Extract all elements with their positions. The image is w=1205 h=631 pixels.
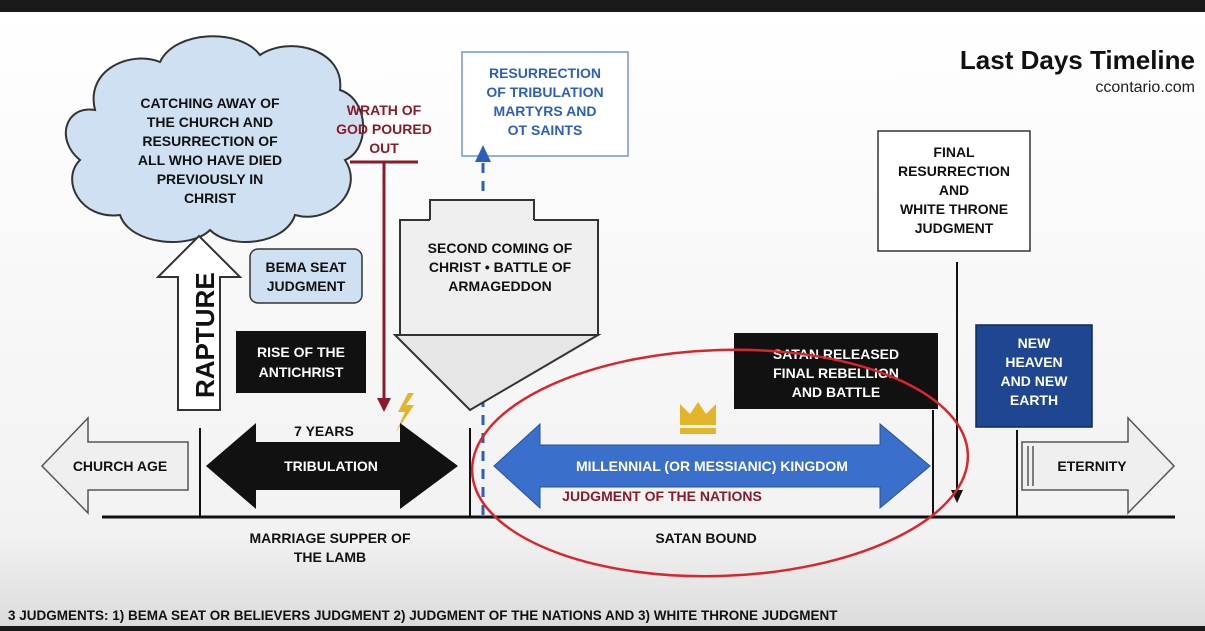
svg-text:WHITE THRONE: WHITE THRONE bbox=[900, 201, 1008, 217]
bema-seat-box: BEMA SEAT JUDGMENT bbox=[249, 248, 363, 304]
satan-bound-label: SATAN BOUND bbox=[655, 530, 756, 546]
marriage-supper-label: MARRIAGE SUPPER OF THE LAMB bbox=[249, 530, 410, 565]
eternity-arrow: ETERNITY bbox=[1021, 416, 1176, 515]
satan-released-box: SATAN RELEASED FINAL REBELLION AND BATTL… bbox=[734, 333, 938, 409]
svg-text:OUT: OUT bbox=[369, 140, 399, 156]
church-age-arrow: CHURCH AGE bbox=[40, 416, 189, 515]
rapture-cloud: CATCHING AWAY OF THE CHURCH AND RESURREC… bbox=[64, 35, 365, 243]
svg-text:RISE OF THE: RISE OF THE bbox=[257, 344, 345, 360]
millennial-arrow: MILLENNIAL (OR MESSIANIC) KINGDOM JUDGME… bbox=[493, 422, 931, 510]
svg-text:RESURRECTION: RESURRECTION bbox=[489, 65, 601, 81]
svg-text:HEAVEN: HEAVEN bbox=[1005, 354, 1062, 370]
svg-text:MILLENNIAL (OR MESSIANIC) KING: MILLENNIAL (OR MESSIANIC) KINGDOM bbox=[576, 458, 848, 474]
svg-text:OT SAINTS: OT SAINTS bbox=[508, 122, 583, 138]
svg-text:JUDGMENT: JUDGMENT bbox=[267, 278, 346, 294]
svg-text:WRATH OF: WRATH OF bbox=[347, 102, 422, 118]
antichrist-box: RISE OF THE ANTICHRIST bbox=[236, 331, 366, 393]
svg-text:ARMAGEDDON: ARMAGEDDON bbox=[448, 278, 551, 294]
svg-text:MARRIAGE SUPPER OF: MARRIAGE SUPPER OF bbox=[249, 530, 410, 546]
cloud-text-line: RESURRECTION OF bbox=[142, 133, 278, 149]
svg-text:NEW: NEW bbox=[1018, 335, 1051, 351]
rapture-label: RAPTURE bbox=[190, 272, 220, 398]
svg-text:BEMA SEAT: BEMA SEAT bbox=[266, 259, 347, 275]
svg-text:SATAN RELEASED: SATAN RELEASED bbox=[773, 346, 899, 362]
second-coming-box: SECOND COMING OF CHRIST • BATTLE OF ARMA… bbox=[399, 199, 599, 336]
svg-text:CHURCH AGE: CHURCH AGE bbox=[73, 458, 167, 474]
svg-text:MARTYRS AND: MARTYRS AND bbox=[494, 103, 597, 119]
lightning-icon bbox=[396, 393, 414, 432]
rapture-arrow: RAPTURE bbox=[155, 234, 243, 411]
crown-icon bbox=[680, 402, 716, 434]
svg-text:THE LAMB: THE LAMB bbox=[294, 549, 366, 565]
header: Last Days Timeline ccontario.com bbox=[960, 45, 1195, 96]
final-resurrection-box: FINAL RESURRECTION AND WHITE THRONE JUDG… bbox=[877, 130, 1031, 503]
cloud-text-line: THE CHURCH AND bbox=[147, 114, 273, 130]
svg-text:TRIBULATION: TRIBULATION bbox=[284, 458, 378, 474]
svg-text:AND NEW: AND NEW bbox=[1001, 373, 1069, 389]
footer-judgments: 3 JUDGMENTS: 1) BEMA SEAT OR BELIEVERS J… bbox=[8, 608, 838, 623]
svg-text:SECOND COMING OF: SECOND COMING OF bbox=[428, 240, 573, 256]
svg-text:7 YEARS: 7 YEARS bbox=[294, 423, 354, 439]
cloud-text-line: CHRIST bbox=[184, 190, 237, 206]
cloud-shape bbox=[64, 35, 365, 243]
svg-text:ETERNITY: ETERNITY bbox=[1057, 458, 1127, 474]
svg-text:AND BATTLE: AND BATTLE bbox=[792, 384, 880, 400]
highlight-ellipse bbox=[470, 348, 970, 578]
svg-text:FINAL: FINAL bbox=[933, 144, 975, 160]
svg-text:OF TRIBULATION: OF TRIBULATION bbox=[486, 84, 603, 100]
svg-text:GOD POURED: GOD POURED bbox=[336, 121, 432, 137]
svg-text:RESURRECTION: RESURRECTION bbox=[898, 163, 1010, 179]
new-heaven-box: NEW HEAVEN AND NEW EARTH bbox=[975, 324, 1093, 428]
tribulation-arrow: 7 YEARS TRIBULATION bbox=[206, 423, 458, 509]
svg-text:JUDGMENT OF THE NATIONS: JUDGMENT OF THE NATIONS bbox=[562, 488, 762, 504]
svg-text:EARTH: EARTH bbox=[1010, 392, 1058, 408]
svg-text:AND: AND bbox=[939, 182, 969, 198]
svg-text:JUDGMENT: JUDGMENT bbox=[915, 220, 994, 236]
cloud-text-line: CATCHING AWAY OF bbox=[140, 95, 280, 111]
page-title: Last Days Timeline bbox=[960, 45, 1195, 75]
wrath-label: WRATH OF GOD POURED OUT bbox=[336, 102, 432, 412]
site-credit: ccontario.com bbox=[1095, 79, 1195, 96]
resurrection-tribulation-box: RESURRECTION OF TRIBULATION MARTYRS AND … bbox=[461, 51, 629, 157]
svg-text:CHRIST • BATTLE OF: CHRIST • BATTLE OF bbox=[429, 259, 572, 275]
cloud-text-line: PREVIOUSLY IN bbox=[157, 171, 264, 187]
svg-text:ANTICHRIST: ANTICHRIST bbox=[259, 364, 344, 380]
cloud-text-line: ALL WHO HAVE DIED bbox=[138, 152, 282, 168]
timeline-dividers bbox=[199, 410, 1018, 517]
